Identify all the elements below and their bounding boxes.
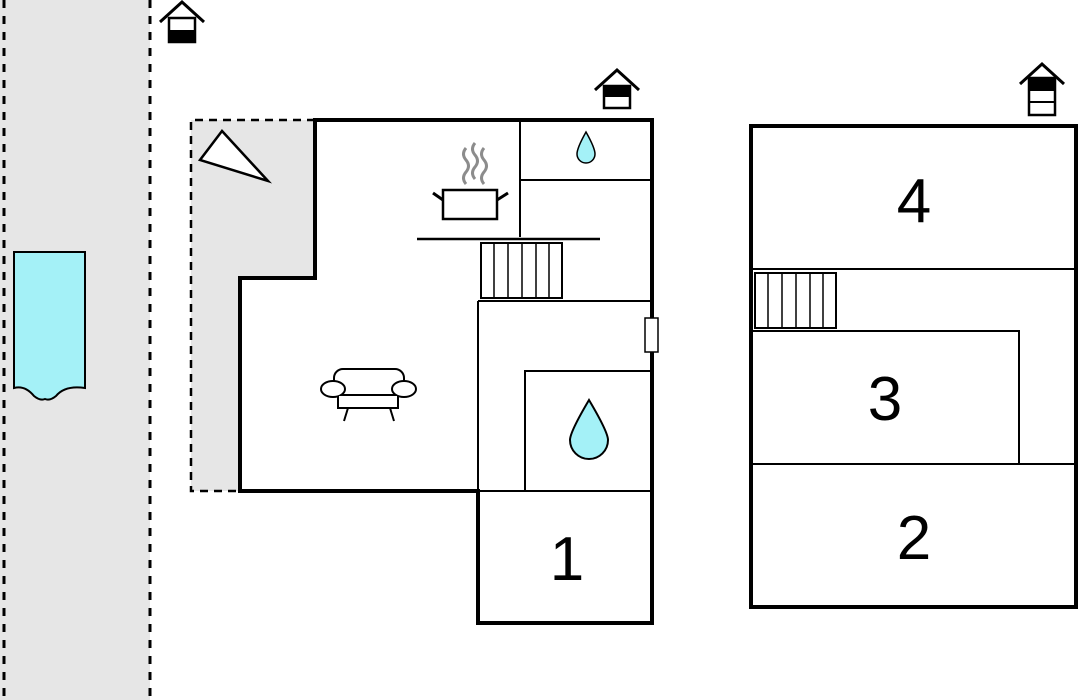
upper-floor-outer-wall xyxy=(749,124,1078,609)
room-label-4: 4 xyxy=(897,167,931,236)
pool-icon xyxy=(13,251,86,401)
room-label-2: 2 xyxy=(897,504,931,573)
terrace xyxy=(191,120,315,491)
sofa-icon xyxy=(320,368,417,422)
room-label-3: 3 xyxy=(868,365,902,434)
floor-level-upper-icon xyxy=(1018,61,1066,117)
stairs-icon xyxy=(480,242,563,299)
room-3-wall xyxy=(753,330,1020,464)
stairs-icon xyxy=(754,272,837,329)
kitchen-pot-icon xyxy=(432,142,509,221)
bathroom-wall xyxy=(524,370,652,491)
bathroom-water-drop-icon xyxy=(568,398,610,460)
window xyxy=(644,317,659,353)
floor-level-ground-icon xyxy=(158,0,206,44)
water-drop-icon xyxy=(576,130,596,164)
garden-sign-icon xyxy=(197,129,273,184)
terrace-boundary xyxy=(189,118,315,493)
floor-level-ground-icon xyxy=(593,67,641,110)
room-label-1: 1 xyxy=(550,525,584,594)
